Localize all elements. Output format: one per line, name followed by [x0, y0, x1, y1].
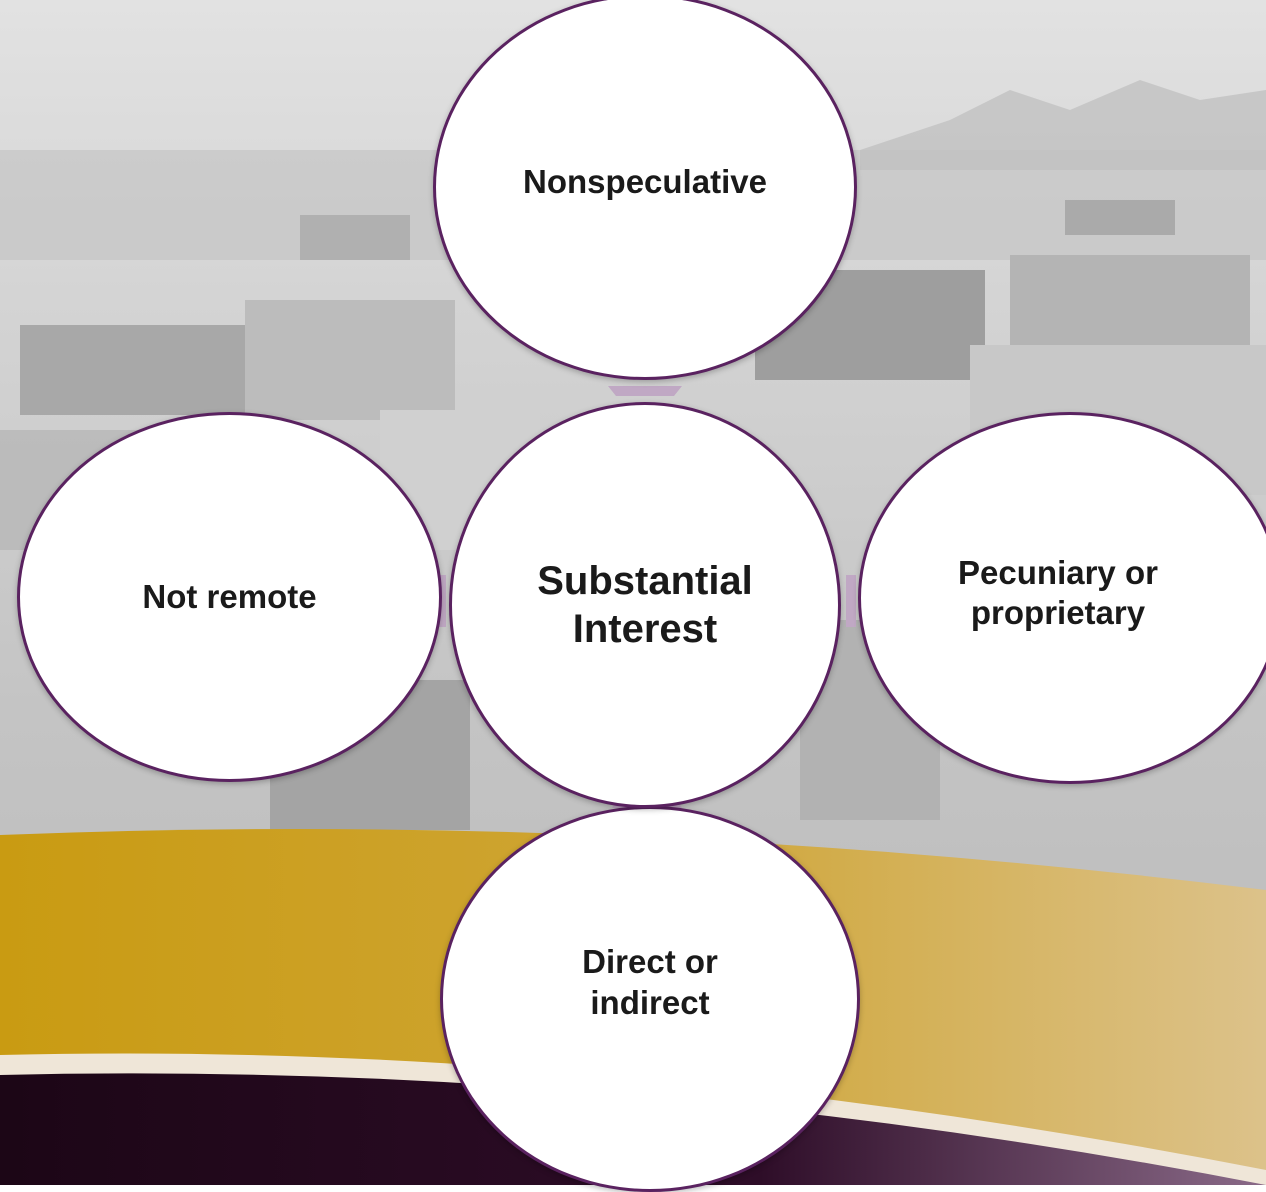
node-pecuniary-or-proprietary: Pecuniary or proprietary	[858, 412, 1266, 784]
node-label: Pecuniary or proprietary	[958, 554, 1158, 631]
node-label: Nonspeculative	[523, 163, 767, 200]
connector-top	[608, 386, 682, 396]
node-label: Direct or indirect	[582, 942, 718, 1021]
connector-right	[846, 575, 856, 627]
node-not-remote: Not remote	[17, 412, 442, 782]
node-nonspeculative: Nonspeculative	[433, 0, 857, 380]
node-substantial-interest: Substantial Interest	[449, 402, 841, 808]
node-label: Not remote	[142, 578, 317, 615]
node-label: Substantial Interest	[537, 559, 753, 651]
node-direct-or-indirect: Direct or indirect	[440, 806, 860, 1192]
